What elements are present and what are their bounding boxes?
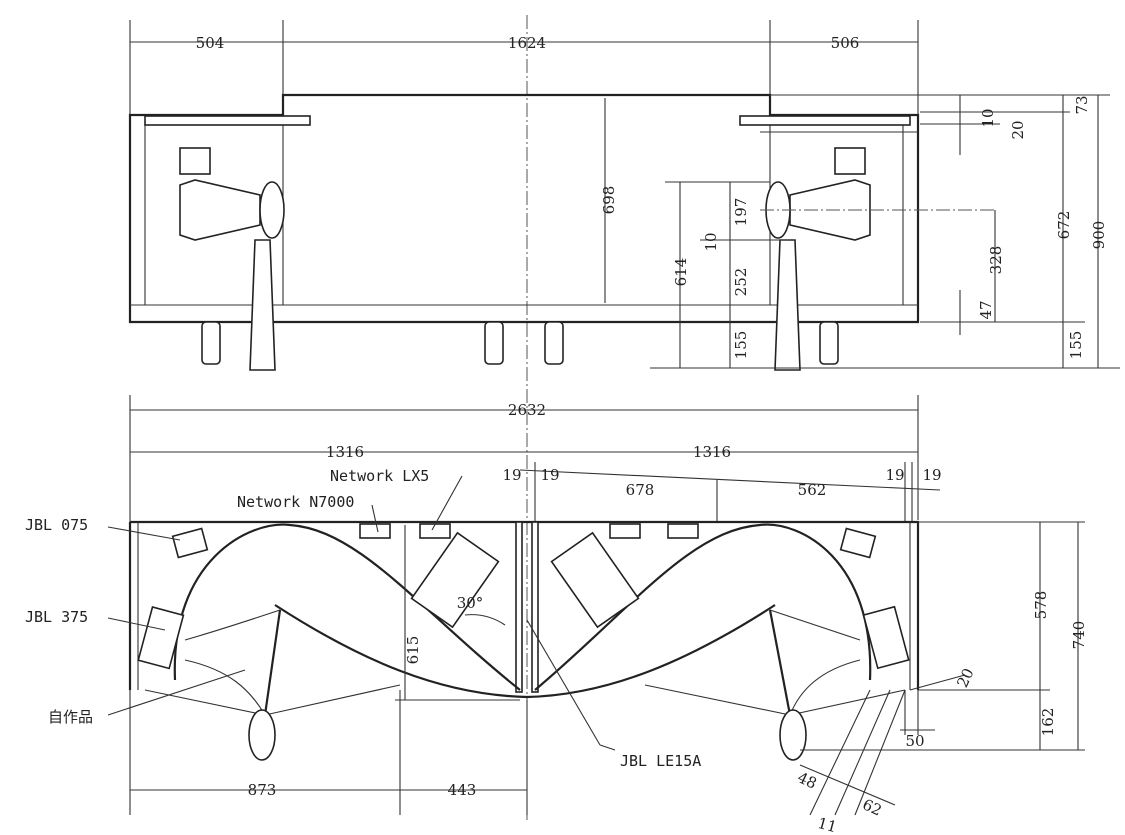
woofer-left [248,709,276,761]
jbl-375-right [862,605,910,670]
jbl-375-left [137,606,185,670]
label-jbl-075: JBL 075 [25,516,88,534]
network-n7000-left [359,523,391,539]
left-s-panel [173,523,521,691]
dim-panel-19d: 19 [922,466,941,484]
dim-562: 562 [798,481,827,499]
network-lx5-left [419,523,451,539]
label-network-n7000: Network N7000 [237,493,354,511]
dim-panel-19b: 19 [540,466,559,484]
label-jbl-le15a: JBL LE15A [620,752,701,770]
dim-443: 443 [448,781,477,799]
dim-half-right: 1316 [693,443,731,461]
dim-top-20: 20 [1009,120,1027,139]
dim-615: 615 [404,636,422,665]
le15a-right [550,531,640,629]
dim-angle: 30° [457,594,484,612]
dim-678: 678 [626,481,655,499]
jbl-075-right [839,527,877,559]
dim-horn-mount: 614 [672,258,690,287]
dim-50: 50 [905,732,924,750]
dim-left-width: 504 [196,34,225,52]
dim-panel-19a: 19 [502,466,521,484]
cabinet-outline [128,93,920,324]
plan-outline [128,520,920,690]
dim-total-height: 900 [1090,221,1108,250]
dim-inner-height: 698 [600,186,618,215]
tweeter-left [179,147,211,175]
le15a-left [410,531,500,629]
dim-162: 162 [1039,708,1057,737]
left-top-board [144,115,311,126]
dim-half-left: 1316 [326,443,364,461]
dim-leg-inner: 155 [732,331,750,360]
dim-leg-height: 155 [1067,331,1085,360]
dim-right-width: 506 [831,34,860,52]
dim-total-width: 2632 [508,401,546,419]
dim-panel-19c: 19 [885,466,904,484]
dim-873: 873 [248,781,277,799]
dim-740: 740 [1070,621,1088,650]
legs [201,321,839,365]
stand-left [249,239,276,371]
dim-top-10: 10 [979,108,997,127]
dim-center-width: 1624 [508,34,546,52]
dim-horn-low: 252 [732,268,750,297]
horn-left [179,179,261,241]
dim-horn-center: 328 [987,246,1005,275]
label-jbl-375: JBL 375 [25,608,88,626]
stand-right [774,239,801,371]
dim-578: 578 [1032,591,1050,620]
dim-11: 11 [816,814,839,835]
dim-shelf: 47 [977,300,995,319]
label-homemade: 自作品 [48,708,93,726]
label-network-lx5: Network LX5 [330,467,429,485]
dim-cabinet-height: 672 [1055,211,1073,240]
plan-view: 2632 1316 1316 19 19 678 562 19 19 578 7… [25,395,1088,835]
dim-20: 20 [953,665,977,690]
dim-horn-gap: 10 [702,232,720,251]
bottom-arc-panel [274,604,776,699]
tweeter-right [834,147,866,175]
elevation-view: 504 1624 506 698 614 197 10 252 155 10 2… [128,20,1120,371]
woofer-right [779,709,807,761]
right-top-board [739,115,911,126]
dim-horn-offset: 197 [732,198,750,227]
dim-top-73: 73 [1073,95,1091,114]
right-s-panel [534,523,872,691]
jbl-075-left [171,527,209,559]
